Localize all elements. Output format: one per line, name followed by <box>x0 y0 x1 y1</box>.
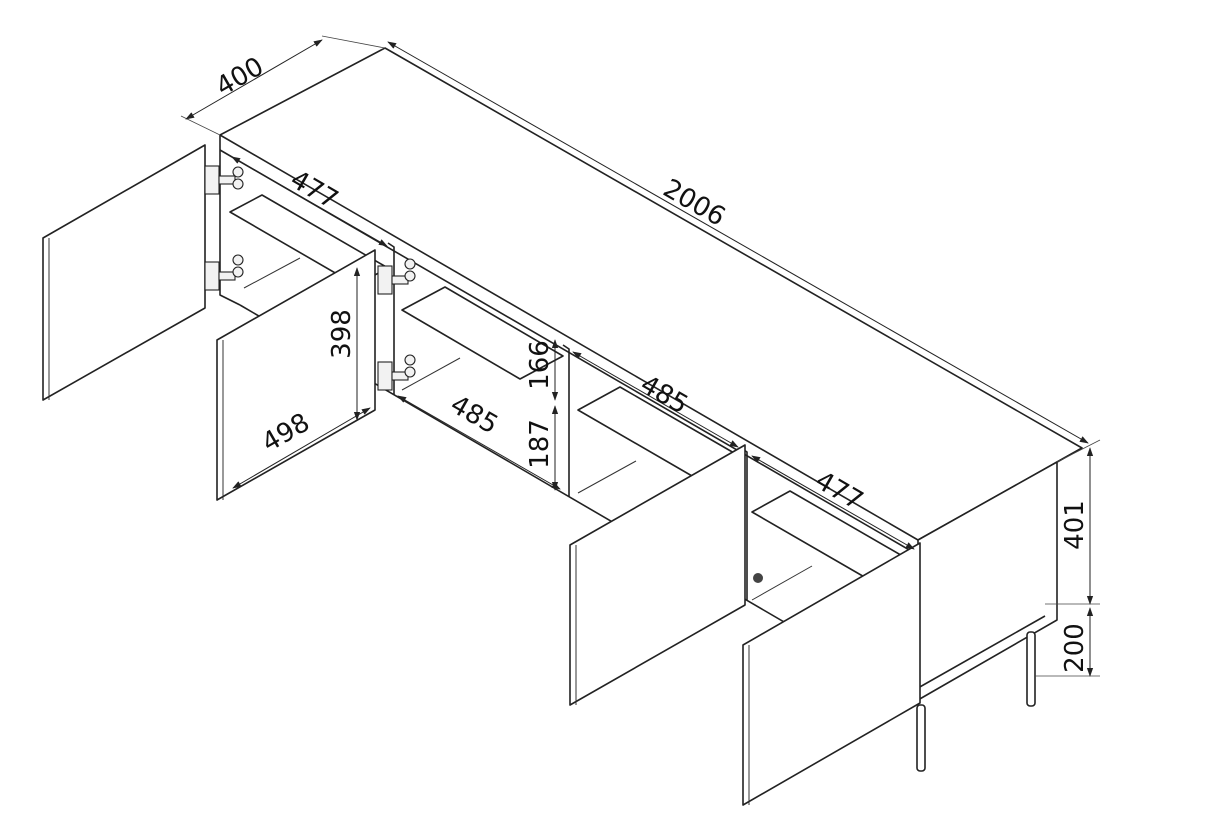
dim-line-shelf-right <box>751 455 915 550</box>
floor-back-3 <box>577 460 637 494</box>
door-1 <box>42 144 206 401</box>
ext-line <box>1056 439 1101 463</box>
dim-label-body-height: 401 <box>1060 500 1090 550</box>
cable-hole <box>753 573 763 583</box>
leg-front-right <box>916 704 926 772</box>
dim-label-depth: 400 <box>211 52 269 103</box>
hinge-icon <box>204 254 244 291</box>
dim-label-width: 2006 <box>658 174 730 233</box>
doors <box>42 144 921 806</box>
floor-back-1 <box>243 257 301 289</box>
dim-line-shelf-left <box>231 156 388 247</box>
door-2 <box>216 249 376 501</box>
dim-label-lower-compartment: 187 <box>525 419 555 469</box>
floor-back-4 <box>751 565 813 601</box>
dim-line-depth <box>185 39 323 120</box>
dim-label-shelf-center-front: 485 <box>445 390 503 441</box>
leg-back-right <box>1026 631 1036 707</box>
dim-label-shelf-left: 477 <box>285 165 343 216</box>
cabinet-right-side <box>917 461 1058 701</box>
dim-line-width <box>387 41 1089 444</box>
dim-label-leg-height: 200 <box>1060 623 1090 673</box>
dim-line-shelf-center-back <box>572 351 739 448</box>
ext-line <box>321 35 386 49</box>
cabinet-bottom-right-edge <box>917 615 1046 689</box>
door-3 <box>569 444 746 706</box>
dim-label-upper-compartment: 166 <box>525 340 555 390</box>
hinge-icon <box>377 354 416 391</box>
dim-line-shelf-center-front <box>397 395 561 490</box>
dimension-lines <box>180 35 1101 677</box>
divider-2 <box>562 344 570 497</box>
hinge-icon <box>204 165 244 195</box>
dim-label-door-height: 398 <box>327 309 357 359</box>
dim-line-door-width <box>232 407 371 489</box>
cabinet-left-side <box>219 135 241 306</box>
door-4 <box>742 542 921 806</box>
hinge-icon <box>377 258 416 295</box>
